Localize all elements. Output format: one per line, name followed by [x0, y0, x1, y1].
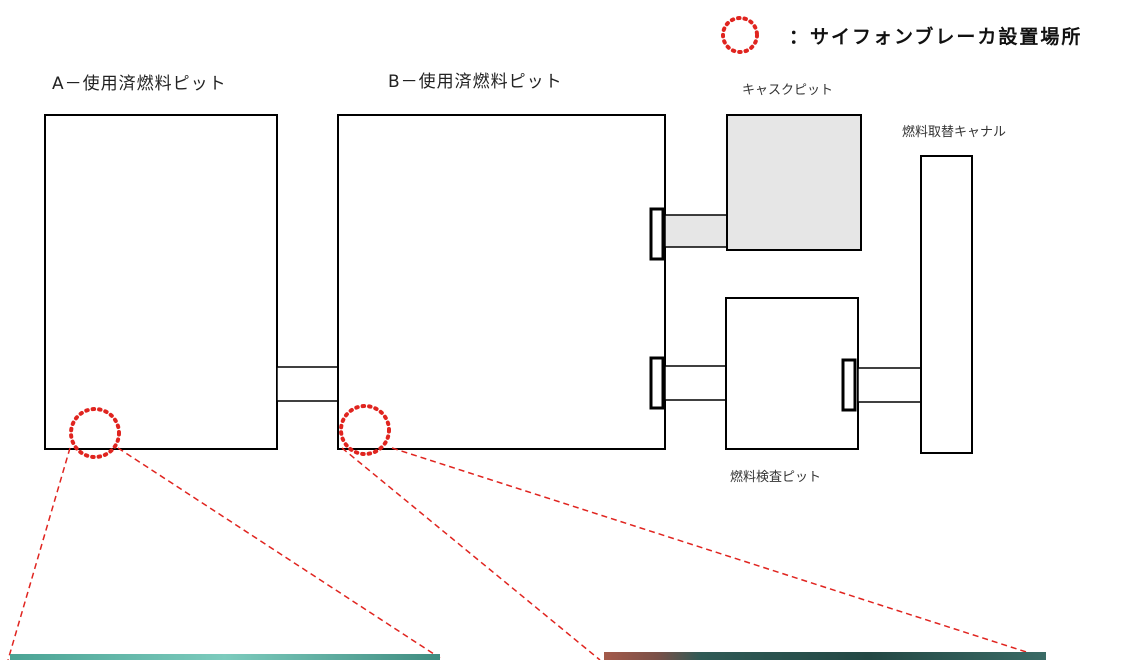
- inspection-pit-outline: [725, 297, 859, 450]
- zoom-line-a-right: [117, 447, 441, 659]
- zoom-line-b-right: [391, 447, 1046, 659]
- siphon-breaker-marker-a: [69, 407, 121, 459]
- fuel-transfer-canal-label: 燃料取替キャナル: [902, 125, 1007, 140]
- b-inspection-channel: [664, 365, 727, 401]
- a-pit-label: A－使用済燃料ピット: [52, 74, 227, 94]
- zoom-line-b-left: [341, 447, 601, 660]
- b-pit-label: B－使用済燃料ピット: [388, 72, 563, 92]
- a-b-channel: [276, 366, 339, 402]
- fuel-transfer-canal-outline: [920, 155, 973, 454]
- cask-pit-outline: [726, 114, 862, 251]
- canal-gate: [841, 358, 857, 412]
- siphon-breaker-marker-b: [339, 404, 391, 456]
- photo-b-strip: [604, 652, 1046, 660]
- cask-pit-label: キャスクピット: [742, 83, 834, 98]
- b-pit-outline: [337, 114, 666, 450]
- a-pit-outline: [44, 114, 278, 450]
- cask-gate: [649, 207, 665, 261]
- legend-marker-icon: [721, 16, 759, 54]
- inspection-gate-left: [649, 356, 665, 410]
- legend-label: ：サイフォンブレーカ設置場所: [789, 26, 1083, 48]
- photo-a-strip: [10, 654, 440, 660]
- inspection-canal-channel: [857, 367, 922, 403]
- zoom-line-a-left: [7, 447, 71, 660]
- fuel-inspection-pit-label: 燃料検査ピット: [730, 470, 822, 485]
- b-cask-channel: [664, 214, 728, 248]
